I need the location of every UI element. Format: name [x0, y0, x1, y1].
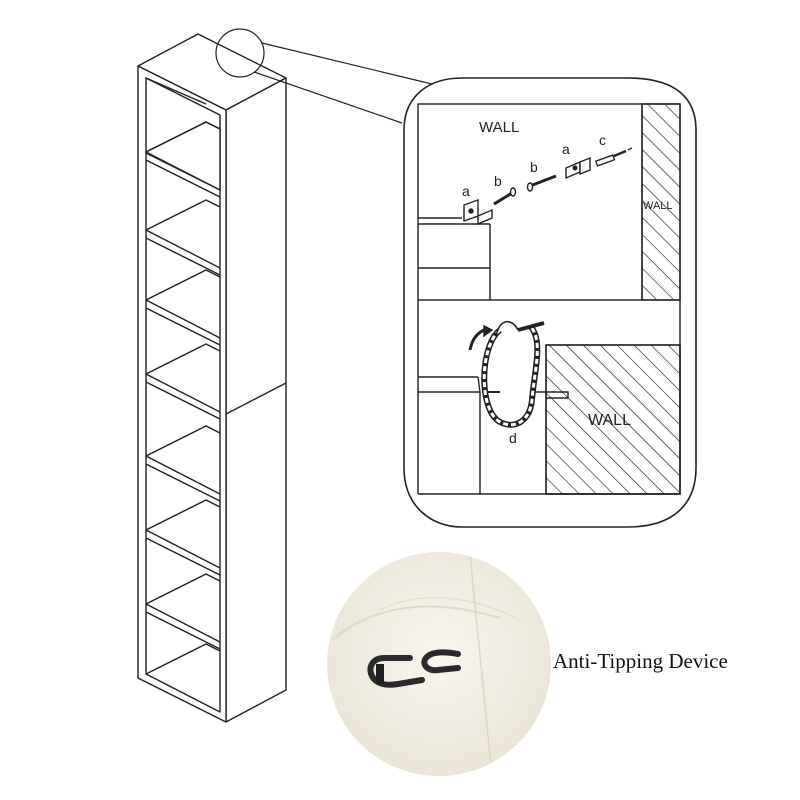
bracket-a-right: [565, 156, 591, 180]
bookcase-side-panel: [225, 77, 287, 723]
bookcase-front-frame: [137, 65, 227, 723]
shelves: [145, 121, 221, 675]
anti-tip-strap-d: [481, 320, 545, 428]
part-label-d: d: [509, 430, 517, 446]
wall-label-lower: WALL: [588, 412, 631, 429]
anti-tipping-device-caption: Anti-Tipping Device: [553, 649, 728, 673]
clip-hardware-left: [367, 655, 425, 688]
bookcase-inner-frame: [145, 77, 221, 713]
part-label-c: c: [599, 132, 606, 148]
anchor-c: [594, 147, 633, 167]
wall-label-upper-left: WALL: [479, 119, 519, 136]
detail-callout-pointer: [215, 28, 433, 124]
wall-label-upper-right: WALL: [643, 200, 673, 212]
wall-hatched-upper: [641, 103, 681, 301]
screw-b-left: [493, 187, 517, 206]
magnifier-circle: [215, 28, 265, 78]
part-label-b-right: b: [530, 159, 538, 175]
unit-joint: [225, 382, 287, 415]
part-label-a-right: a: [562, 141, 570, 157]
tall-bookcase: [137, 33, 287, 723]
tighten-arrow-icon: [468, 328, 485, 351]
wall-hatched-lower: [545, 344, 681, 495]
part-label-b-left: b: [494, 173, 502, 189]
anti-tipping-device-photo: [327, 552, 551, 776]
installation-callout: WALL WALL a b b a c: [403, 77, 697, 528]
clip-hardware-right: [421, 649, 461, 674]
lower-panel: [417, 300, 681, 495]
screw-b-right: [526, 174, 557, 192]
bracket-a-left: [463, 199, 493, 226]
upper-panel: [417, 103, 681, 301]
part-label-a-left: a: [462, 183, 470, 199]
